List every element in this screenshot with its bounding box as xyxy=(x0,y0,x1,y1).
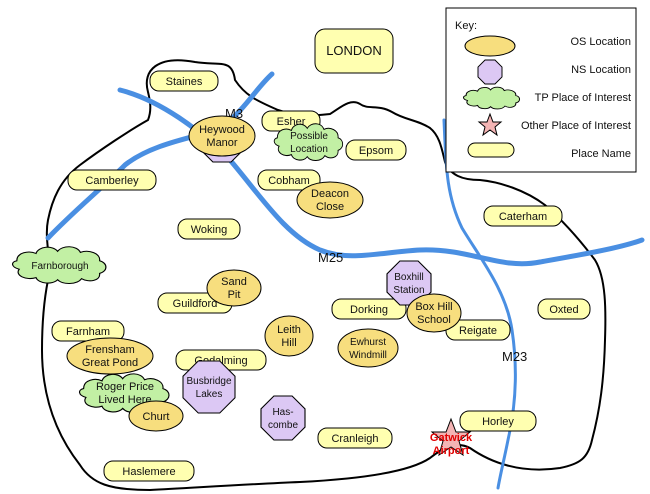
svg-text:Possible: Possible xyxy=(290,131,328,142)
svg-text:Camberley: Camberley xyxy=(85,175,139,187)
svg-text:Box Hill: Box Hill xyxy=(415,301,452,313)
place-cobham[interactable]: Cobham xyxy=(257,169,321,191)
svg-text:Roger Price: Roger Price xyxy=(96,381,154,393)
svg-text:Station: Station xyxy=(393,285,424,296)
svg-text:Airport: Airport xyxy=(433,445,470,457)
place-epsom[interactable]: Epsom xyxy=(345,139,407,161)
svg-text:Location: Location xyxy=(290,144,328,155)
star-icon xyxy=(477,112,503,137)
svg-text:Lived Here: Lived Here xyxy=(98,394,151,406)
place-farnham[interactable]: Farnham xyxy=(51,320,125,342)
svg-text:Farnborough: Farnborough xyxy=(31,261,88,272)
svg-text:Heywood: Heywood xyxy=(199,124,245,136)
svg-text:Reigate: Reigate xyxy=(459,325,497,337)
place-rounded-rect-icon xyxy=(467,142,515,158)
svg-text:Close: Close xyxy=(316,201,344,213)
london-marker[interactable]: LONDON xyxy=(314,28,394,74)
svg-text:Windmill: Windmill xyxy=(349,350,387,361)
place-dorking[interactable]: Dorking xyxy=(331,298,407,320)
ns-locations: Boxhill Station Busbridge Lakes Has- com… xyxy=(183,118,431,440)
os-leith-hill[interactable]: Leith Hill xyxy=(264,315,314,357)
os-heywood-manor[interactable]: Heywood Manor xyxy=(188,115,256,157)
svg-text:Frensham: Frensham xyxy=(85,344,135,356)
svg-text:Great Pond: Great Pond xyxy=(82,357,138,369)
m3-road xyxy=(45,71,275,241)
m23-label: M23 xyxy=(502,349,527,364)
svg-text:Woking: Woking xyxy=(191,224,227,236)
svg-text:Churt: Churt xyxy=(143,411,170,423)
m23-road xyxy=(442,118,517,490)
svg-text:Horley: Horley xyxy=(482,416,514,428)
gatwick-star-icon xyxy=(430,417,472,457)
svg-text:Epsom: Epsom xyxy=(359,145,393,157)
svg-text:NS Location: NS Location xyxy=(571,64,631,76)
place-caterham[interactable]: Caterham xyxy=(483,205,563,227)
place-woking[interactable]: Woking xyxy=(177,218,241,240)
svg-text:School: School xyxy=(417,314,451,326)
svg-text:Oxted: Oxted xyxy=(549,304,578,316)
ns-boxhill-station[interactable]: Boxhill Station xyxy=(387,261,431,305)
svg-text:Deacon: Deacon xyxy=(311,188,349,200)
svg-text:Place Name: Place Name xyxy=(571,148,631,160)
svg-text:Guildford: Guildford xyxy=(173,298,218,310)
svg-text:Manor: Manor xyxy=(206,137,238,149)
place-camberley[interactable]: Camberley xyxy=(67,169,157,191)
svg-text:Gatwick: Gatwick xyxy=(430,432,473,444)
ns-hascombe[interactable]: Has- combe xyxy=(261,396,305,440)
london-label: LONDON xyxy=(326,43,382,58)
ns-octagon-icon xyxy=(478,60,502,84)
svg-text:Ewhurst: Ewhurst xyxy=(350,337,386,348)
svg-text:Hill: Hill xyxy=(281,337,296,349)
tp-cloud-icon xyxy=(463,86,521,110)
place-oxted[interactable]: Oxted xyxy=(537,298,591,320)
tp-farnborough[interactable]: Farnborough xyxy=(11,246,107,285)
m25-label: M25 xyxy=(318,250,343,265)
svg-text:Farnham: Farnham xyxy=(66,326,110,338)
os-sand-pit[interactable]: Sand Pit xyxy=(206,269,262,307)
key-title: Key: xyxy=(455,20,477,32)
place-staines[interactable]: Staines xyxy=(149,70,219,92)
os-deacon-close[interactable]: Deacon Close xyxy=(296,181,364,219)
map-key: Key: OS Location NS Location TP Place of… xyxy=(445,7,637,173)
svg-text:OS Location: OS Location xyxy=(570,36,631,48)
os-box-hill-school[interactable]: Box Hill School xyxy=(406,293,462,333)
ns-busbridge-lakes[interactable]: Busbridge Lakes xyxy=(183,361,235,413)
place-horley[interactable]: Horley xyxy=(459,410,537,432)
place-names: Staines Esher Epsom Camberley Cobham Cat… xyxy=(51,70,591,482)
svg-text:Staines: Staines xyxy=(166,76,203,88)
svg-text:Busbridge: Busbridge xyxy=(186,376,231,387)
svg-text:Lakes: Lakes xyxy=(196,389,223,400)
svg-text:combe: combe xyxy=(268,420,298,431)
place-cranleigh[interactable]: Cranleigh xyxy=(317,427,393,449)
tp-possible-location[interactable]: Possible Location xyxy=(273,123,344,162)
os-churt[interactable]: Churt xyxy=(128,400,184,432)
svg-text:Has-: Has- xyxy=(272,407,293,418)
svg-text:Cranleigh: Cranleigh xyxy=(331,433,378,445)
svg-text:Other Place of Interest: Other Place of Interest xyxy=(521,120,631,132)
os-frensham-great-pond[interactable]: Frensham Great Pond xyxy=(66,337,154,375)
os-ellipse-icon xyxy=(464,35,516,57)
svg-text:Cobham: Cobham xyxy=(268,175,310,187)
tp-places: Possible Location Farnborough Roger Pric… xyxy=(11,123,344,413)
svg-text:Dorking: Dorking xyxy=(350,304,388,316)
os-locations: Heywood Manor Deacon Close Sand Pit Leit… xyxy=(66,115,462,375)
svg-text:Boxhill: Boxhill xyxy=(394,272,423,283)
place-haslemere[interactable]: Haslemere xyxy=(103,460,195,482)
os-ewhurst-windmill[interactable]: Ewhurst Windmill xyxy=(337,328,399,368)
tp-roger-price[interactable]: Roger Price Lived Here xyxy=(78,373,170,413)
other-gatwick-airport[interactable]: Gatwick Airport xyxy=(430,417,473,457)
svg-text:Sand: Sand xyxy=(221,276,247,288)
svg-text:Haslemere: Haslemere xyxy=(122,466,175,478)
county-boundary xyxy=(40,59,607,492)
place-reigate[interactable]: Reigate xyxy=(445,319,511,341)
svg-text:Pit: Pit xyxy=(228,289,241,301)
svg-text:TP Place of Interest: TP Place of Interest xyxy=(535,92,631,104)
svg-text:Leith: Leith xyxy=(277,324,301,336)
svg-text:Caterham: Caterham xyxy=(499,211,547,223)
